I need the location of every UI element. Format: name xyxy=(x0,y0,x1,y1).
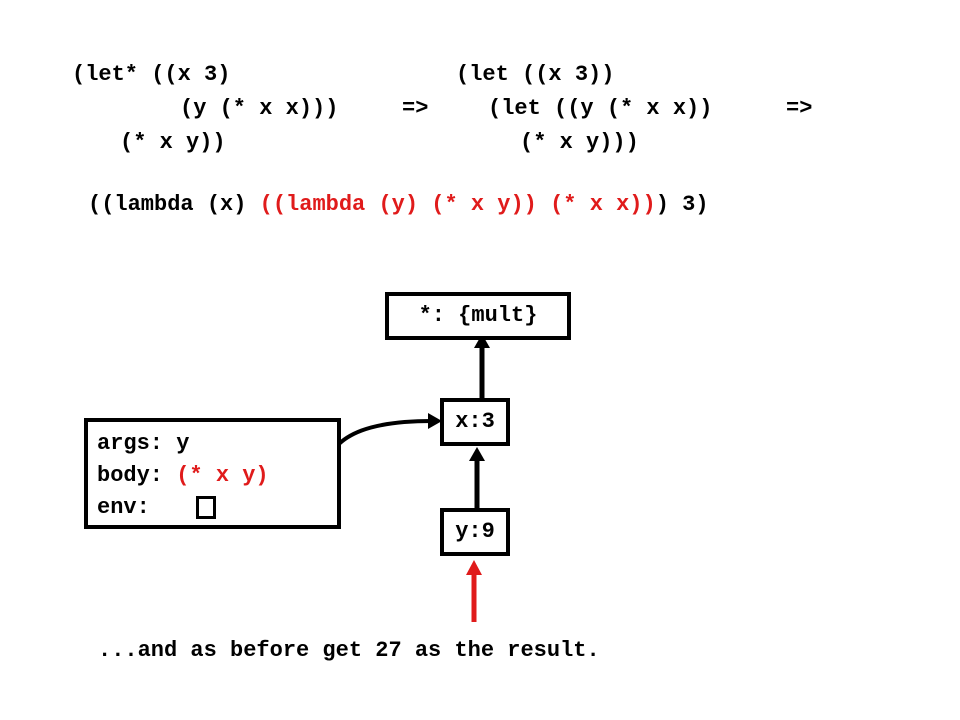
lambda-outer-tail: ) 3) xyxy=(655,192,709,217)
transform-arrow-1: => xyxy=(402,96,429,121)
let-star-line-2: (y (* x x))) xyxy=(180,96,339,121)
result-caption: ...and as before get 27 as the result. xyxy=(98,638,600,663)
closure-box: args: y body: (* x y) env: xyxy=(84,418,341,529)
transform-arrow-2: => xyxy=(786,96,813,121)
nested-let-line-2: (let ((y (* x x)) xyxy=(488,96,713,121)
frame-x: x:3 xyxy=(440,398,510,446)
closure-env-slot xyxy=(196,496,216,519)
let-star-line-1: (let* ((x 3) xyxy=(72,62,231,87)
lambda-inner-highlight: ((lambda (y) (* x y)) (* x x)) xyxy=(259,192,656,217)
global-frame: *: {mult} xyxy=(385,292,571,340)
closure-body-label: body: xyxy=(97,463,177,488)
pointer-y-to-x-head xyxy=(469,447,485,461)
closure-body: body: (* x y) xyxy=(97,463,269,489)
closure-body-value: (* x y) xyxy=(176,463,269,488)
frame-y: y:9 xyxy=(440,508,510,556)
lambda-expression: ((lambda (x) ((lambda (y) (* x y)) (* x … xyxy=(88,192,709,218)
current-env-pointer-head xyxy=(466,560,482,575)
let-star-line-3: (* x y)) xyxy=(120,130,226,155)
nested-let-line-1: (let ((x 3)) xyxy=(456,62,615,87)
nested-let-line-3: (* x y))) xyxy=(520,130,639,155)
lambda-outer-head: ((lambda (x) xyxy=(88,192,260,217)
closure-env-label: env: xyxy=(97,495,150,520)
closure-args: args: y xyxy=(97,431,190,456)
